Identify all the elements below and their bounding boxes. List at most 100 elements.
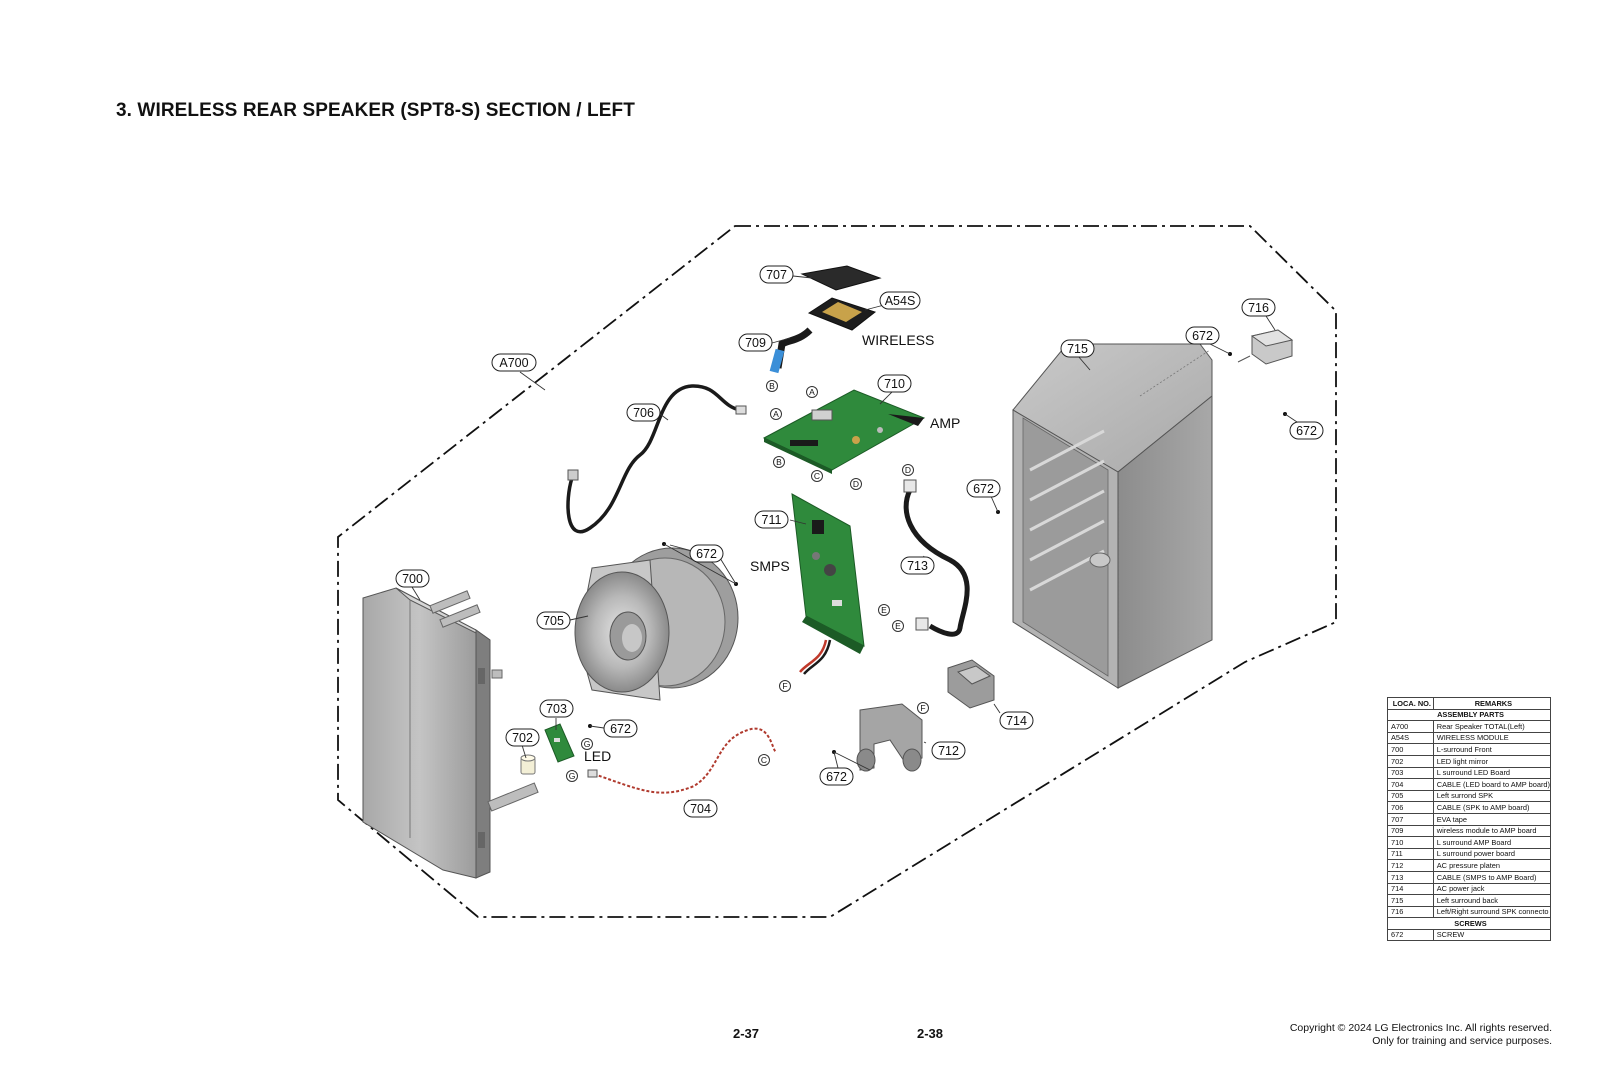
leader-lines [411,275,1301,807]
connector-e-2: E [892,620,904,632]
svg-text:672: 672 [1296,424,1317,438]
svg-text:714: 714 [1006,714,1027,728]
smps-board-711 [791,493,865,675]
ac-power-jack-714 [947,659,995,709]
callout-706: 706 [626,403,661,422]
svg-text:672: 672 [610,722,631,736]
svg-text:A: A [809,387,815,397]
parts-loc-cell: 700 [1387,743,1434,756]
connector-e-1: E [878,604,890,616]
label-amp: AMP [930,415,960,431]
parts-header-remarks: REMARKS [1432,697,1552,710]
svg-text:G: G [584,739,591,749]
parts-remark-cell: L surround power board [1432,847,1552,861]
connector-c-1: C [811,470,823,482]
connector-b-1: B [766,380,778,392]
rear-cabinet-715 [1012,343,1213,689]
page-number-right: 2-38 [917,1026,944,1041]
svg-text:705: 705 [543,614,564,628]
callout-714: 714 [999,711,1034,730]
svg-text:672: 672 [696,547,717,561]
parts-remark-cell: AC power jack [1432,882,1552,896]
parts-loc-cell: 715 [1387,894,1434,907]
svg-text:B: B [776,457,782,467]
callout-711: 711 [754,510,789,529]
amp-board-710 [762,389,926,474]
parts-remark-cell: AC pressure platen [1432,859,1552,872]
svg-text:B: B [769,381,775,391]
parts-remark-cell: Left surrond SPK [1432,789,1552,803]
parts-remark-cell: L-surround Front [1432,743,1552,756]
svg-text:715: 715 [1067,342,1088,356]
wireless-module-a54s [807,297,877,331]
connector-d-2: D [902,464,914,476]
cable-704 [587,727,777,794]
ac-platen-712 [856,703,923,772]
svg-text:716: 716 [1248,301,1269,315]
parts-loc-cell: 711 [1387,847,1434,861]
svg-text:707: 707 [766,268,787,282]
connector-c-2: C [758,754,770,766]
callout-715: 715 [1060,339,1095,358]
assembly-boundary [337,225,1337,918]
speaker-driver-705 [574,547,739,701]
callout-672-f: 672 [819,767,854,786]
svg-text:E: E [881,605,887,615]
callout-672-e: 672 [603,719,638,738]
svg-text:706: 706 [633,406,654,420]
callout-710: 710 [877,374,912,393]
svg-text:709: 709 [745,336,766,350]
eva-tape-707 [800,265,882,291]
copyright-notice: Copyright © 2024 LG Electronics Inc. All… [1290,1022,1552,1048]
callout-712: 712 [931,741,966,760]
connector-a-2: A [806,386,818,398]
cable-706 [566,384,747,534]
svg-text:710: 710 [884,377,905,391]
callout-672-a: 672 [1185,326,1220,345]
parts-remark-cell: Rear Speaker TOTAL(Left) [1432,720,1552,733]
parts-remark-cell: LED light mirror [1432,754,1552,768]
parts-remark-cell: CABLE (LED board to AMP board) [1432,778,1552,791]
parts-remark-cell: CABLE (SMPS to AMP Board) [1432,870,1552,884]
parts-loc-cell: 714 [1387,882,1434,896]
svg-text:672: 672 [973,482,994,496]
svg-text:A700: A700 [499,356,528,370]
callout-704: 704 [683,799,718,818]
parts-loc-cell: 707 [1387,812,1434,826]
svg-text:A54S: A54S [885,294,916,308]
parts-loc-cell: 709 [1387,824,1434,838]
svg-text:F: F [782,681,787,691]
parts-remark-cell: CABLE (SPK to AMP board) [1432,801,1552,814]
svg-text:711: 711 [762,513,782,527]
svg-text:672: 672 [826,770,847,784]
parts-loc-cell: 672 [1387,928,1434,942]
svg-text:702: 702 [512,731,533,745]
parts-loc-cell: A700 [1387,720,1434,733]
callout-703: 703 [539,699,574,718]
parts-loc-cell: A54S [1387,731,1434,745]
copyright-line-1: Copyright © 2024 LG Electronics Inc. All… [1289,1022,1552,1034]
svg-text:712: 712 [938,744,959,758]
svg-text:E: E [895,621,901,631]
led-board-703 [544,723,575,763]
callout-a54s: A54S [879,291,921,310]
label-smps: SMPS [750,558,790,574]
callout-700: 700 [395,569,430,588]
parts-loc-cell: 703 [1387,766,1434,780]
svg-text:C: C [761,755,767,765]
parts-loc-cell: 716 [1387,905,1434,919]
parts-header-loc: LOCA. NO. [1387,697,1434,710]
